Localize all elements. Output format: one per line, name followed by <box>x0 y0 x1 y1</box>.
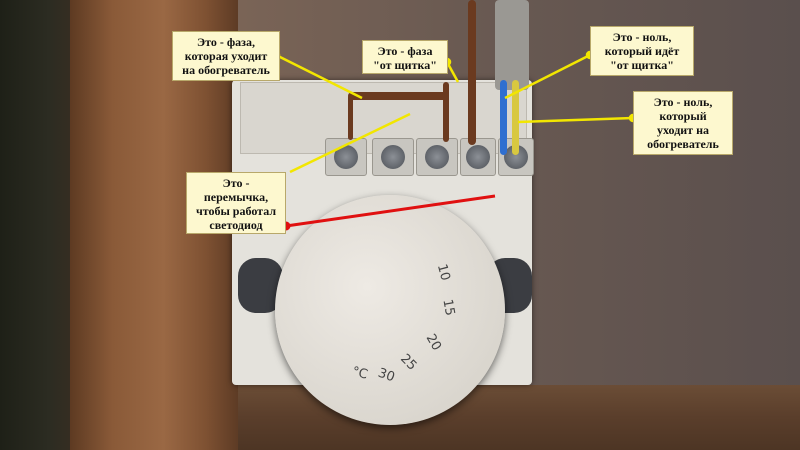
label-line: Это - ноль, <box>653 95 713 109</box>
blue-wire-neutral <box>500 80 507 155</box>
label-phase-from-panel: Это - фаза "от щитка" <box>362 40 448 74</box>
terminal-2 <box>372 138 414 176</box>
label-phase-to-heater: Это - фаза, которая уходит на обогревате… <box>172 31 280 81</box>
label-line: который <box>659 109 707 123</box>
label-line: Это - <box>222 176 250 190</box>
screw-icon <box>466 145 490 169</box>
label-line: "от щитка" <box>373 58 437 72</box>
temperature-dial[interactable] <box>275 195 505 425</box>
grey-cable-sheath <box>495 0 529 90</box>
label-line: Это - фаза, <box>197 35 255 49</box>
yellow-wire-neutral <box>512 80 519 155</box>
label-line: обогреватель <box>647 137 719 151</box>
terminal-3 <box>416 138 458 176</box>
terminal-5 <box>498 138 534 176</box>
background-dark-area <box>0 0 82 450</box>
brown-wire-heater-phase <box>348 95 353 140</box>
screw-icon <box>334 145 358 169</box>
dial-scale-15: 15 <box>439 298 458 317</box>
label-line: которая уходит <box>184 49 268 63</box>
label-line: уходит на <box>657 123 709 137</box>
label-line: на обогреватель <box>182 63 270 77</box>
label-line: Это - фаза <box>377 44 433 58</box>
label-neutral-from-panel: Это - ноль, который идёт "от щитка" <box>590 26 694 76</box>
label-line: перемычка, <box>203 190 269 204</box>
label-line: светодиод <box>209 218 263 232</box>
label-line: Это - ноль, <box>612 30 672 44</box>
brown-wire-incoming <box>468 0 476 145</box>
label-line: чтобы работал <box>195 204 277 218</box>
label-neutral-to-heater: Это - ноль, который уходит на обогревате… <box>633 91 733 155</box>
label-line: который идёт <box>604 44 680 58</box>
label-line: "от щитка" <box>610 58 674 72</box>
screw-icon <box>381 145 405 169</box>
screw-icon <box>425 145 449 169</box>
terminal-4 <box>460 138 496 176</box>
brown-wire-phase <box>443 82 449 142</box>
terminal-1 <box>325 138 367 176</box>
jumper-wire <box>348 92 448 100</box>
label-jumper-for-led: Это - перемычка, чтобы работал светодиод <box>186 172 286 234</box>
